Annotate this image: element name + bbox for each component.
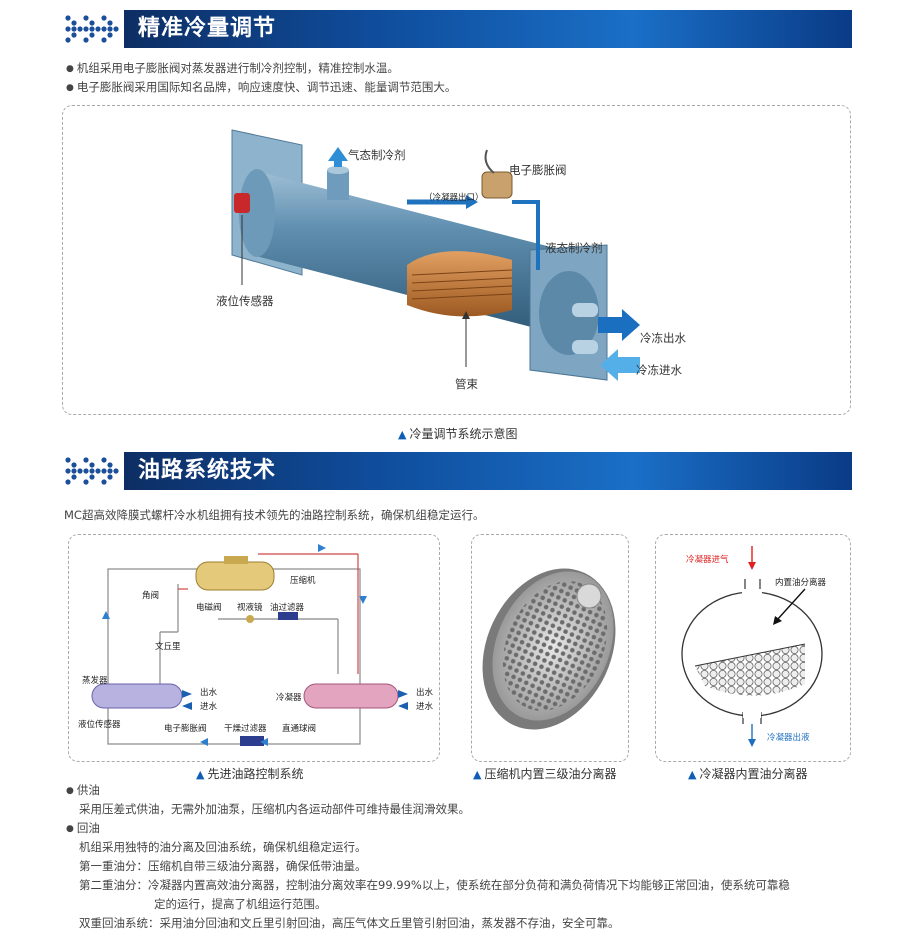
oil-return-line: 第二重油分：冷凝器内置高效油分离器，控制油分离效率在99.99%以上，使系统在部… bbox=[79, 878, 790, 892]
section-title: 精准冷量调节 bbox=[138, 16, 277, 41]
label-gas-refrigerant: 气态制冷剂 bbox=[348, 148, 406, 162]
figure-caption: ▲冷量调节系统示意图 bbox=[398, 427, 518, 441]
label-cond-water-in: 进水 bbox=[416, 702, 434, 712]
label-condenser-gas-in: 冷凝器进气 bbox=[686, 555, 729, 565]
oil-return-line: 定的运行，提高了机组运行范围。 bbox=[154, 897, 327, 911]
label-condenser-outlet: （冷凝器出口） bbox=[424, 193, 484, 203]
label-dry-filter: 干燥过滤器 bbox=[224, 724, 267, 734]
oil-return-heading: 回油 bbox=[66, 820, 100, 837]
condenser-separator-illustration bbox=[681, 546, 823, 747]
label-eev: 电子膨胀阀 bbox=[164, 724, 207, 734]
label-evap-water-in: 进水 bbox=[200, 702, 218, 712]
label-evaporator: 蒸发器 bbox=[82, 676, 108, 686]
label-condenser-liquid-out: 冷凝器出液 bbox=[767, 733, 810, 743]
label-internal-separator: 内置油分离器 bbox=[775, 578, 827, 588]
label-level-sensor-small: 液位传感器 bbox=[78, 720, 121, 730]
label-compressor: 压缩机 bbox=[290, 576, 316, 586]
triangle-icon: ▲ bbox=[398, 428, 407, 441]
label-level-sensor: 液位传感器 bbox=[216, 294, 274, 308]
oil-supply-heading: 供油 bbox=[66, 782, 100, 799]
intro-text: MC超高效降膜式螺杆冷水机组拥有技术领先的油路控制系统，确保机组稳定运行。 bbox=[64, 508, 485, 522]
oil-supply-text: 采用压差式供油，无需外加油泵，压缩机内各运动部件可维持最佳润滑效果。 bbox=[79, 802, 470, 816]
triangle-icon: ▲ bbox=[473, 768, 482, 781]
label-chilled-water-in: 冷冻进水 bbox=[636, 363, 682, 377]
oil-return-line: 第一重油分：压缩机自带三级油分离器，确保低带油量。 bbox=[79, 859, 367, 873]
oil-return-line: 机组采用独特的油分离及回油系统，确保机组稳定运行。 bbox=[79, 840, 367, 854]
section-title: 油路系统技术 bbox=[138, 458, 277, 483]
label-tube-bundle: 管束 bbox=[455, 377, 478, 391]
bullet-item: 机组采用电子膨胀阀对蒸发器进行制冷剂控制，精准控制水温。 bbox=[66, 60, 399, 77]
label-condenser: 冷凝器 bbox=[276, 693, 302, 703]
section-header-oil: 油路系统技术 bbox=[62, 452, 852, 490]
label-chilled-water-out: 冷冻出水 bbox=[640, 331, 686, 345]
figure-caption: ▲先进油路控制系统 bbox=[196, 767, 304, 781]
compressor-separator-illustration bbox=[482, 568, 616, 730]
label-angle-valve: 角阀 bbox=[142, 591, 160, 601]
label-through-valve: 直通球阀 bbox=[282, 724, 317, 734]
condenser-separator-frame bbox=[655, 534, 851, 762]
label-venturi: 文丘里 bbox=[155, 642, 181, 652]
compressor-separator-frame bbox=[471, 534, 629, 762]
oil-schematic-frame bbox=[68, 534, 440, 762]
section-header-cooling: 精准冷量调节 bbox=[62, 10, 852, 48]
label-expansion-valve: 电子膨胀阀 bbox=[509, 163, 567, 177]
oil-schematic bbox=[91, 544, 408, 746]
label-cond-water-out: 出水 bbox=[416, 688, 434, 698]
label-oil-filter: 油过滤器 bbox=[270, 603, 305, 613]
figure-caption: ▲冷凝器内置油分离器 bbox=[688, 767, 808, 781]
chevron-arrows-icon bbox=[65, 15, 119, 43]
label-liquid-refrigerant: 液态制冷剂 bbox=[545, 241, 603, 255]
label-evap-water-out: 出水 bbox=[200, 688, 218, 698]
triangle-icon: ▲ bbox=[688, 768, 697, 781]
chevron-arrows-icon bbox=[65, 457, 119, 485]
label-sight-glass: 视液镜 bbox=[237, 603, 263, 613]
figure-caption: ▲压缩机内置三级油分离器 bbox=[473, 767, 617, 781]
evaporator-illustration bbox=[231, 129, 640, 381]
triangle-icon: ▲ bbox=[196, 768, 205, 781]
oil-return-line: 双重回油系统：采用油分回油和文丘里引射回油，高压气体文丘里管引射回油，蒸发器不存… bbox=[79, 916, 620, 930]
label-solenoid-valve: 电磁阀 bbox=[196, 603, 222, 613]
evaporator-diagram-frame bbox=[62, 105, 851, 415]
bullet-item: 电子膨胀阀采用国际知名品牌，响应速度快、调节迅速、能量调节范围大。 bbox=[66, 79, 457, 96]
